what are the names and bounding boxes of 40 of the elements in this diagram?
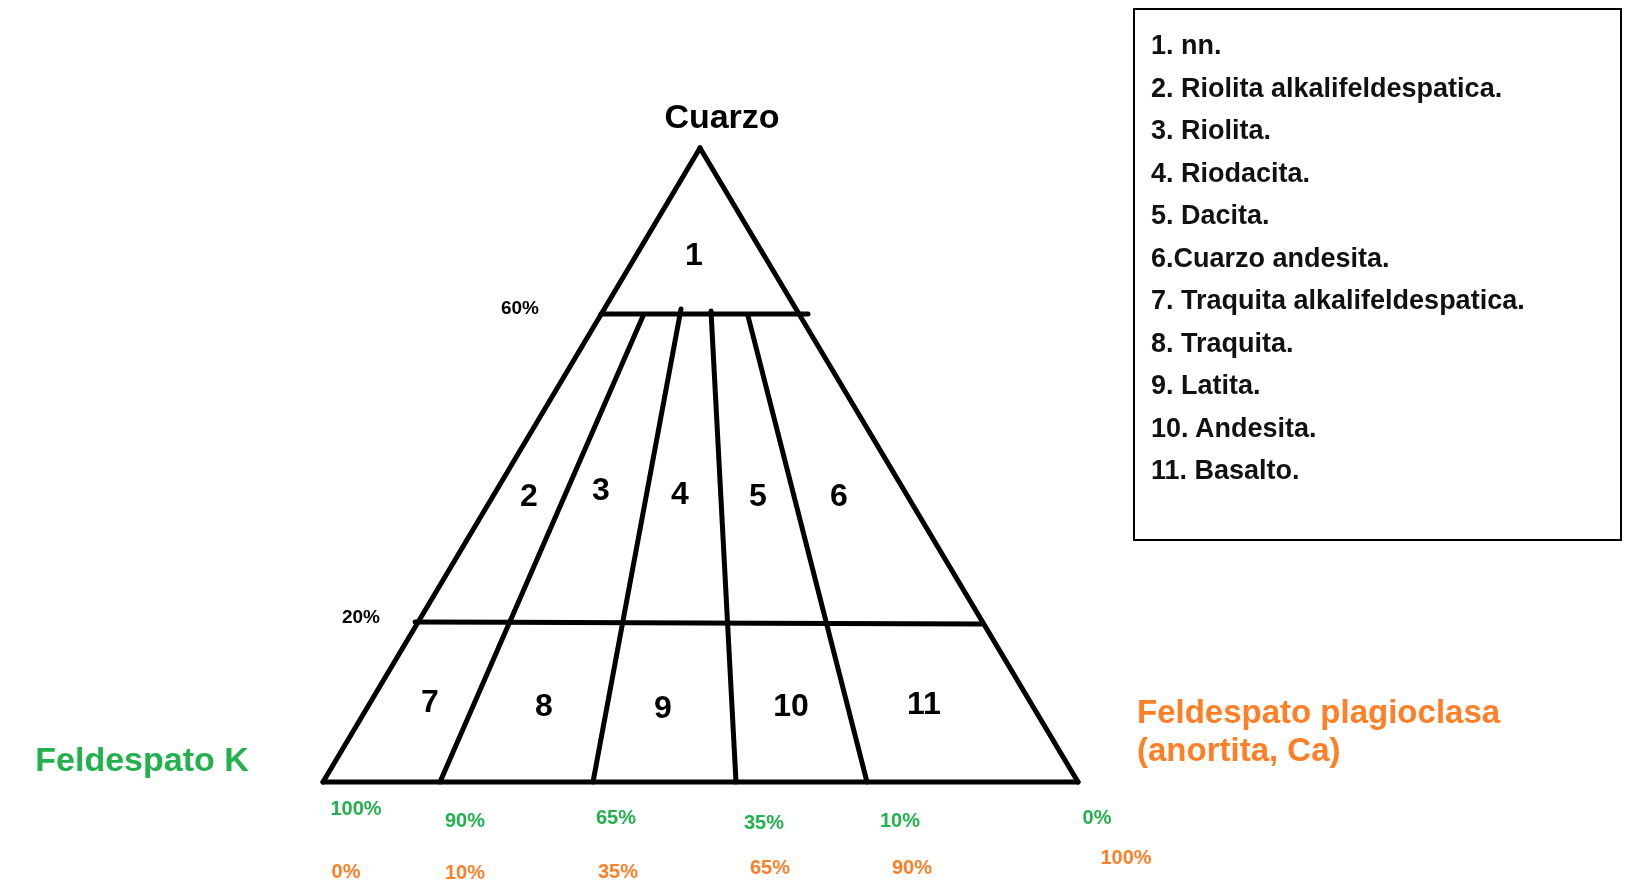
region-number: 4 — [671, 474, 689, 512]
axis-percent: 90% — [892, 855, 932, 879]
legend-item: 9. Latita. — [1151, 369, 1261, 402]
region-number: 1 — [685, 235, 703, 273]
vertex-label: Feldespato plagioclasa (anortita, Ca) — [1137, 693, 1502, 769]
axis-percent: 90% — [445, 808, 485, 832]
region-number: 10 — [773, 686, 809, 724]
axis-percent: 100% — [330, 796, 382, 820]
legend-item: 10. Andesita. — [1151, 411, 1317, 445]
legend-item: 6.Cuarzo andesita. — [1151, 241, 1390, 275]
axis-percent: 35% — [598, 859, 638, 882]
axis-percent: 20% — [342, 606, 380, 628]
axis-percent: 100% — [1100, 845, 1152, 869]
region-number: 11 — [907, 684, 941, 722]
region-number: 8 — [535, 686, 553, 724]
legend-box — [1133, 8, 1622, 541]
axis-percent: 35% — [744, 810, 784, 834]
region-number: 5 — [749, 476, 767, 514]
legend-item: 5. Dacita. — [1151, 199, 1270, 232]
legend-item: 3. Riolita. — [1151, 114, 1272, 147]
region-number: 2 — [520, 476, 538, 514]
legend-item: 7. Traquita alkalifeldespatica. — [1151, 284, 1525, 317]
vertex-label: Feldespato K — [35, 740, 249, 780]
legend-item: 1. nn. — [1151, 29, 1222, 62]
axis-percent: 10% — [445, 860, 485, 882]
region-number: 6 — [830, 476, 848, 514]
axis-percent: 60% — [501, 297, 539, 319]
legend-item: 4. Riodacita. — [1151, 156, 1311, 190]
legend-item: 11. Basalto. — [1151, 454, 1300, 487]
region-number: 9 — [654, 688, 672, 726]
legend-item: 8. Traquita. — [1151, 326, 1294, 360]
region-number: 3 — [592, 470, 610, 508]
axis-percent: 65% — [750, 855, 790, 879]
axis-percent: 10% — [880, 808, 920, 832]
vertex-label: Cuarzo — [664, 97, 780, 137]
legend-item: 2. Riolita alkalifeldespatica. — [1151, 71, 1503, 105]
region-number: 7 — [421, 682, 439, 720]
axis-percent: 0% — [331, 859, 361, 882]
axis-percent: 0% — [1082, 805, 1112, 829]
axis-percent: 65% — [596, 805, 636, 829]
